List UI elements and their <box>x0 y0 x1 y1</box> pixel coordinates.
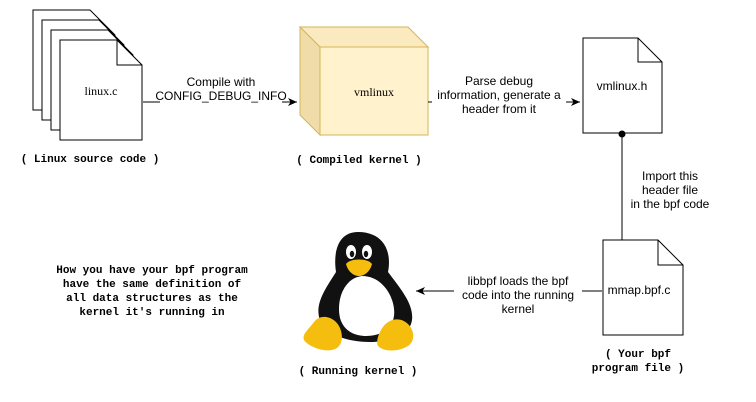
vmlinux-h-label: vmlinux.h <box>597 79 648 93</box>
tux-pupil <box>349 250 355 258</box>
bpf-program-caption: ( Your bpf <box>605 349 671 361</box>
load-label: kernel <box>502 302 535 316</box>
document-fold <box>116 40 142 66</box>
tux-belly <box>338 276 395 336</box>
parse-label-bg <box>432 72 566 118</box>
import-label-bg <box>630 167 714 213</box>
import-connector-dot <box>618 130 626 138</box>
parse-label: header from it <box>462 102 537 116</box>
linux-source-caption: ( Linux source code ) <box>21 154 160 166</box>
tux-beak <box>346 259 372 276</box>
compile-label-bg <box>160 73 282 105</box>
running-kernel-caption: ( Running kernel ) <box>299 366 418 378</box>
tux-pupil <box>363 250 369 258</box>
cube-front-face <box>319 46 429 136</box>
load-label: libbpf loads the bpf <box>468 274 569 288</box>
mmap-bpf-node: mmap.bpf.c <box>602 239 684 336</box>
linux-source-node: linux.c <box>32 9 143 141</box>
mmap-bpf-label: mmap.bpf.c <box>608 283 671 297</box>
bpf-program-caption: program file ) <box>592 363 684 375</box>
cube-top-face <box>298 26 430 48</box>
compiled-kernel-caption: ( Compiled kernel ) <box>296 155 421 167</box>
import-label: in the bpf code <box>631 197 710 211</box>
load-label-bg <box>454 272 582 318</box>
tux-penguin-icon <box>303 232 414 351</box>
note-line: all data structures as the <box>66 293 238 305</box>
document-fold <box>657 240 683 266</box>
document-fold <box>637 38 662 63</box>
compile-label: CONFIG_DEBUG_INFO <box>155 89 286 103</box>
parse-label: Parse debug <box>465 74 533 88</box>
vmlinux-h-node: vmlinux.h <box>582 37 663 134</box>
load-label: code into the running <box>462 288 574 302</box>
tux-foot-right <box>377 319 414 351</box>
note-line: kernel it's running in <box>79 307 224 319</box>
vmlinux-node: vmlinux <box>298 25 430 137</box>
explanation-note: How you have your bpf program have the s… <box>56 265 248 319</box>
parse-label: information, generate a <box>437 88 561 102</box>
vmlinux-label: vmlinux <box>354 85 394 99</box>
tux-foot-left <box>303 316 342 351</box>
linux-c-label: linux.c <box>85 84 118 98</box>
import-label: header file <box>642 183 698 197</box>
compile-label: Compile with <box>187 75 256 89</box>
import-label: Import this <box>642 169 698 183</box>
document-icon <box>602 239 684 336</box>
note-line: have the same definition of <box>63 279 242 291</box>
note-line: How you have your bpf program <box>56 265 248 277</box>
